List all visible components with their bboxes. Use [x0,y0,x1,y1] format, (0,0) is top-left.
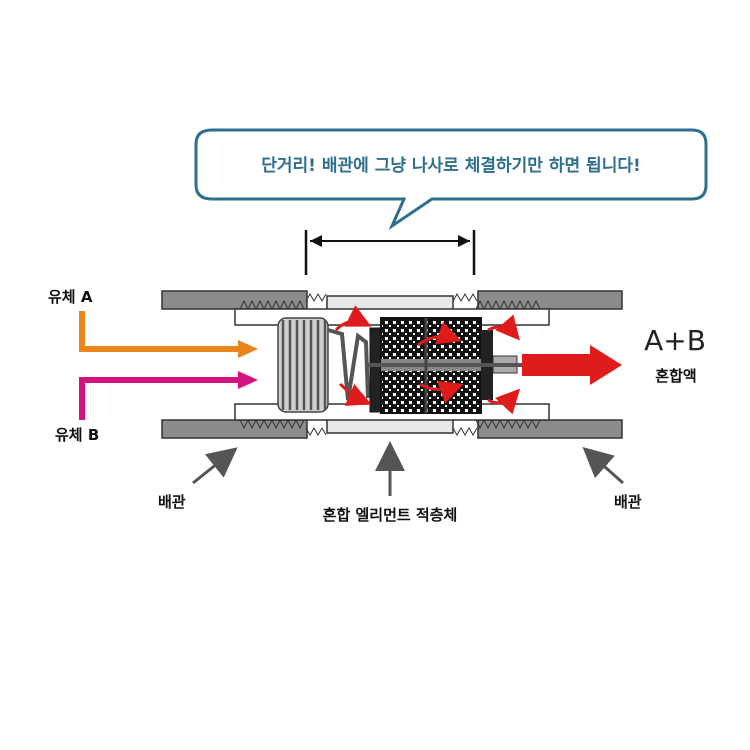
callout-bubble: 단거리! 배관에 그냥 나사로 체결하기만 하면 됩니다! [194,128,708,231]
fluid-a-arrow [79,311,258,358]
pointer-arrows [192,441,624,496]
fluid-b-arrow [79,371,258,420]
dimension-line [304,230,476,275]
element-stack-label: 혼합 엘리먼트 적층체 [323,506,458,524]
fluid-b-label: 유체 B [55,426,99,444]
callout-text: 단거리! 배관에 그냥 나사로 체결하기만 하면 됩니다! [261,156,640,176]
pipe-right-label: 배관 [614,493,642,511]
output-arrow [522,345,622,385]
threads [239,292,541,437]
internal-flow-arrows [334,305,521,415]
mixing-element-stack [365,317,522,414]
output-name-label: 혼합액 [655,367,696,385]
coil-spring [277,317,370,413]
output-formula: A+B [644,324,706,357]
pipe-left-label: 배관 [158,493,186,511]
fluid-a-label: 유체 A [48,288,93,306]
